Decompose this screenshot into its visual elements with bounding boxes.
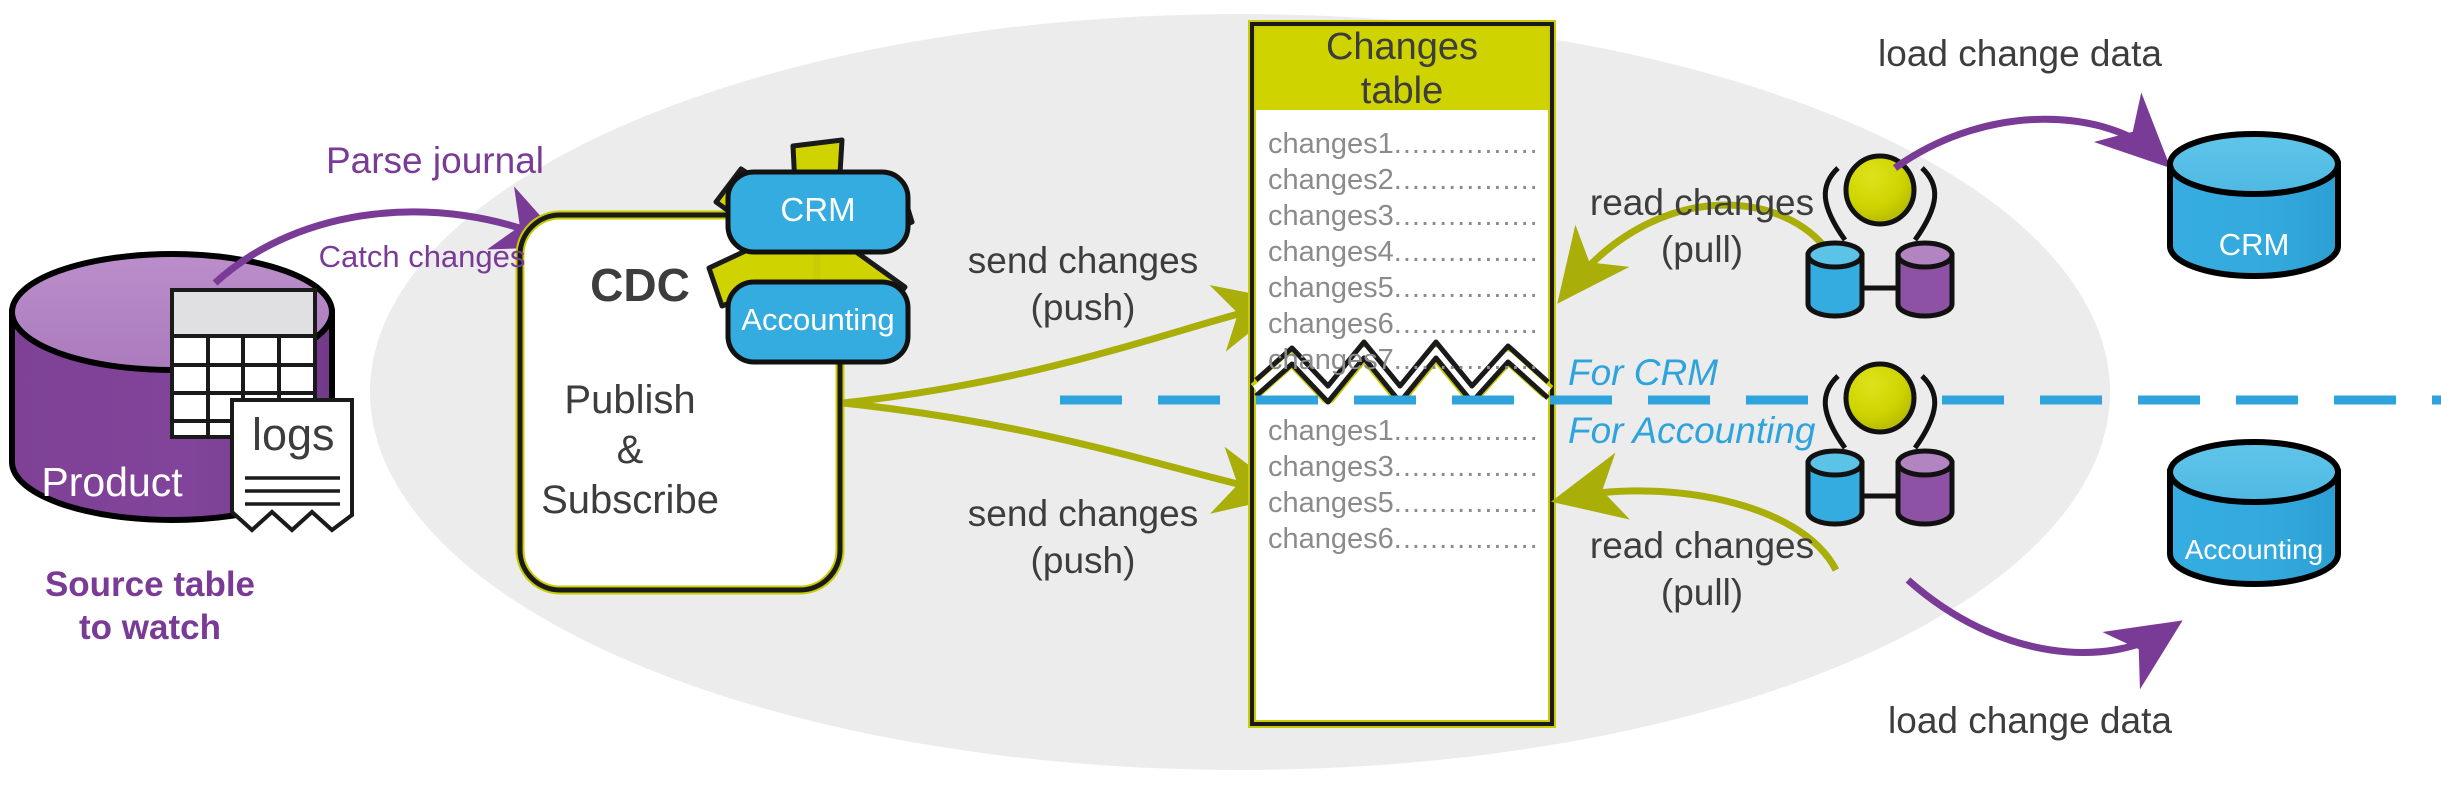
changes-table-row: changes5................................… [1268,272,1540,308]
cdc-sub-line3: Subscribe [541,478,719,522]
load-change-data-bottom-label: load change data [1888,700,2172,741]
etl-process-icon-crm [1805,153,1955,319]
target-cylinder-accounting [2167,439,2341,587]
cdc-tag-accounting[interactable] [725,279,911,365]
send-changes-push-top-line1: send changes [967,240,1199,281]
send-changes-push-top-line2: (push) [1030,287,1136,328]
changes-table-header-line2: table [1360,70,1444,112]
cdc-sub-line2: & [616,428,644,472]
send-changes-push-arrow-bottom [842,399,1290,514]
changes-row-dots: ........................................… [1393,200,1540,232]
changes-row-label: changes2 [1268,164,1394,196]
etl-process-icon-accounting [1805,361,1955,527]
changes-table-row: changes6................................… [1268,308,1540,344]
changes-row-dots: ........................................… [1393,344,1540,376]
load-change-data-arrow-top [1892,92,2171,171]
changes-row-dots: ........................................… [1393,128,1540,160]
changes-row-label: changes5 [1268,272,1394,304]
changes-row-label: changes3 [1268,200,1394,232]
read-changes-pull-top-line2: (pull) [1660,229,1744,270]
changes-row-label: changes4 [1268,236,1394,268]
changes-table-rows-bottom: changes1................................… [1268,415,1540,559]
cdc-tag-crm-label: CRM [780,191,856,228]
read-changes-pull-arrow-top [1557,201,1840,304]
send-changes-push-arrow-top [842,285,1289,407]
read-changes-pull-top-line1: read changes [1589,182,1815,223]
parse-journal-label: Parse journal [325,140,544,181]
changes-row-dots: ........................................… [1393,164,1540,196]
changes-row-dots: ........................................… [1393,415,1540,447]
read-changes-pull-bottom-line2: (pull) [1660,572,1744,613]
target-cylinder-accounting-label: Accounting [2184,534,2324,565]
changes-table-shape [1248,20,1556,728]
changes-table-row: changes4................................… [1268,236,1540,272]
changes-row-dots: ........................................… [1393,236,1540,268]
changes-table-row: changes3................................… [1268,200,1540,236]
changes-row-dots: ........................................… [1393,308,1540,340]
read-changes-pull-bottom-line1: read changes [1589,525,1815,566]
changes-table-row: changes6................................… [1268,523,1540,559]
changes-table-row: changes1................................… [1268,128,1540,164]
changes-row-label: changes5 [1268,487,1394,519]
send-changes-push-bottom-line2: (push) [1030,540,1136,581]
changes-row-dots: ........................................… [1393,272,1540,304]
source-caption-line1: Source table [44,565,256,604]
changes-table-row: changes5................................… [1268,487,1540,523]
changes-row-label: changes6 [1268,308,1394,340]
parse-journal-arrow [212,186,569,286]
changes-row-dots: ........................................… [1393,523,1540,555]
logs-note-label: logs [252,409,335,460]
cdc-sub-line1: Publish [564,378,696,422]
lane-label-for-accounting: For Accounting [1568,410,1816,451]
product-cylinder-label: Product [41,459,183,505]
cdc-title: CDC [590,259,690,311]
catch-changes-label: Catch changes [318,239,526,274]
changes-row-dots: ........................................… [1393,487,1540,519]
send-changes-push-bottom-line1: send changes [967,493,1199,534]
changes-table-row: changes1................................… [1268,415,1540,451]
target-cylinder-crm-label: CRM [2218,227,2290,262]
load-change-data-arrow-bottom [1905,577,2183,690]
changes-row-label: changes1 [1268,128,1394,160]
logs-note-icon [230,398,354,533]
read-changes-pull-arrow-bottom [1550,452,1840,572]
target-cylinder-crm [2167,131,2341,279]
changes-table-header-line1: Changes [1325,26,1479,68]
lane-label-for-crm: For CRM [1568,352,1719,393]
changes-table-row: changes2................................… [1268,164,1540,200]
changes-row-label: changes6 [1268,523,1394,555]
changes-row-label: changes7 [1268,344,1394,376]
cdc-tag-crm[interactable] [725,169,911,255]
changes-table-rows-top: changes1................................… [1268,128,1540,380]
changes-row-label: changes1 [1268,415,1394,447]
changes-table-row: changes7................................… [1268,344,1540,380]
changes-row-label: changes3 [1268,451,1394,483]
cdc-tag-accounting-label: Accounting [741,302,895,337]
load-change-data-top-label: load change data [1878,33,2162,74]
source-caption-line2: to watch [79,608,221,647]
changes-row-dots: ........................................… [1393,451,1540,483]
changes-table-row: changes3................................… [1268,451,1540,487]
